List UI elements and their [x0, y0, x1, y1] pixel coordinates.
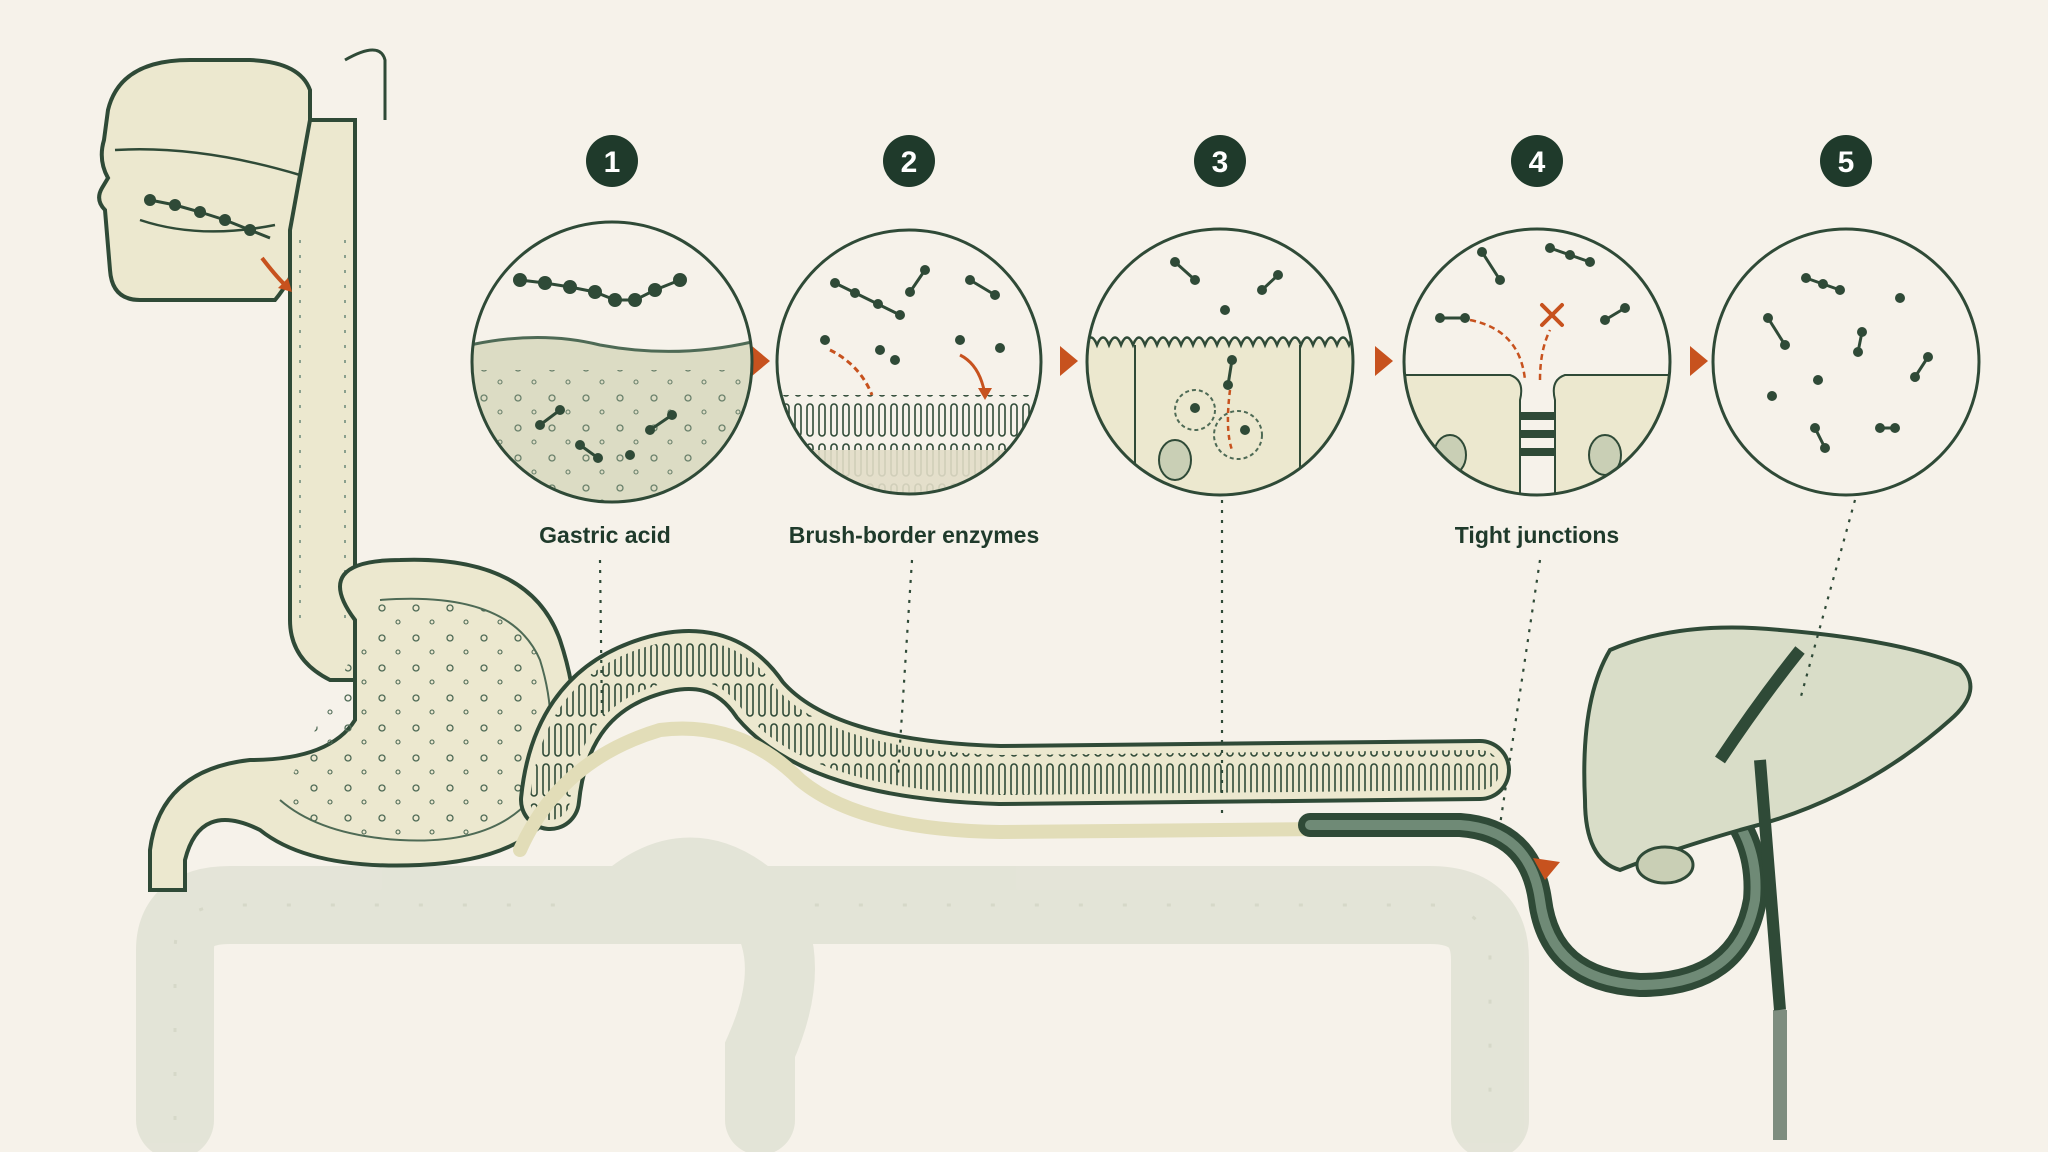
triangle-right-icon	[1060, 346, 1078, 376]
step-number: 4	[1529, 146, 1546, 179]
molecule-chain-mouth	[144, 194, 292, 292]
step-number: 5	[1838, 146, 1855, 179]
x-mark-icon	[1540, 303, 1564, 327]
large-intestine	[136, 837, 1529, 1152]
portal-vein	[1298, 788, 1768, 998]
triangle-right-icon	[1690, 346, 1708, 376]
stomach	[148, 557, 577, 892]
liver	[1582, 625, 1973, 1140]
step-4: 4 Tight junctions	[1402, 135, 1672, 548]
step-label: Brush-border enzymes	[789, 522, 1040, 548]
step-3: 3	[1085, 135, 1355, 497]
step-2: 2 Brush-border enzymes	[775, 135, 1043, 548]
step-number: 3	[1212, 146, 1229, 179]
step-badge	[586, 135, 638, 187]
flow-arrows	[752, 346, 1708, 376]
step-1: 1 Gastric acid	[470, 135, 754, 548]
step-label: Gastric acid	[539, 522, 671, 548]
step-number: 1	[604, 146, 621, 179]
triangle-right-icon	[1375, 346, 1393, 376]
magnified-view	[1713, 229, 1979, 495]
triangle-right-icon	[752, 346, 770, 376]
small-intestine	[513, 629, 1511, 857]
step-label: Tight junctions	[1455, 522, 1619, 548]
step-badge	[1820, 135, 1872, 187]
step-number: 2	[901, 146, 918, 179]
head-mouth	[97, 48, 387, 302]
step-badge	[1511, 135, 1563, 187]
step-5: 5	[1711, 135, 1981, 497]
step-badge	[1194, 135, 1246, 187]
leader-lines	[598, 499, 1857, 826]
step-badge	[883, 135, 935, 187]
